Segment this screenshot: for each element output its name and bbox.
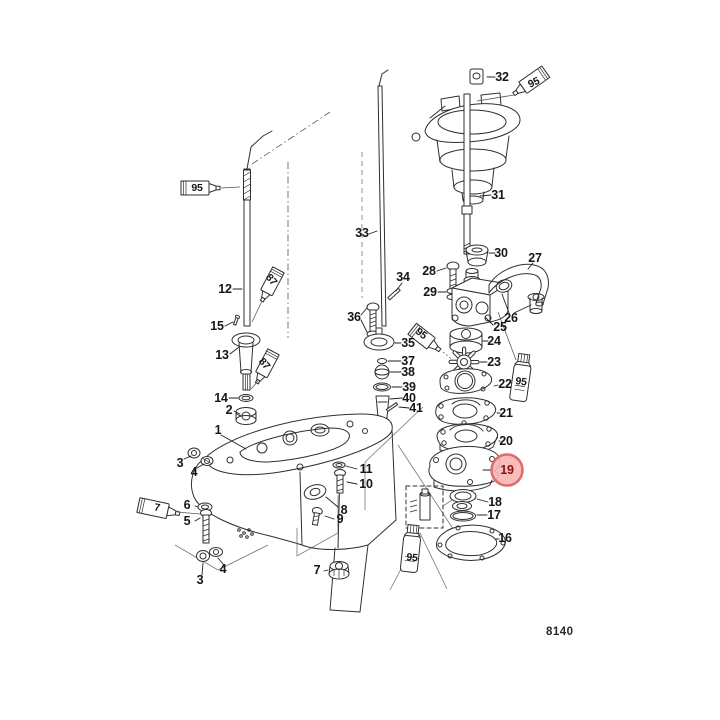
drawing-number: 8140 (546, 626, 574, 638)
sealant-bottle-95-bottom (399, 524, 422, 573)
callout-7: 7 (153, 501, 161, 515)
gearcase-housing-drawing (191, 413, 397, 613)
callout-24[interactable]: 24 (487, 333, 501, 348)
callout-87: 87 (262, 271, 280, 289)
sealant-tube-icons (136, 65, 551, 573)
callout-18[interactable]: 18 (488, 494, 502, 509)
callout-35[interactable]: 35 (401, 335, 415, 350)
sealant-bottle-95-right (509, 352, 532, 403)
callout-17[interactable]: 17 (487, 507, 501, 522)
sealant-tube-7 (136, 497, 181, 519)
callout-30[interactable]: 30 (494, 245, 508, 260)
callout-39[interactable]: 39 (402, 379, 416, 394)
callout-7[interactable]: 7 (313, 562, 321, 577)
callout-95: 95 (191, 181, 203, 194)
callout-31[interactable]: 31 (491, 187, 505, 202)
callout-28[interactable]: 28 (422, 263, 436, 278)
callout-22[interactable]: 22 (498, 376, 512, 391)
callout-36[interactable]: 36 (347, 309, 361, 324)
callout-27[interactable]: 27 (528, 250, 542, 265)
sealant-tube-87-upper (259, 266, 285, 303)
highlight-ring-part-19[interactable] (490, 453, 524, 487)
callout-26[interactable]: 26 (504, 310, 518, 325)
callout-34[interactable]: 34 (396, 269, 410, 284)
left-fasteners-drawing (187, 447, 350, 580)
leader-lines (176, 76, 534, 576)
callout-1[interactable]: 1 (214, 422, 222, 437)
callout-13[interactable]: 13 (215, 347, 229, 362)
callout-95: 95 (413, 325, 430, 343)
callout-95: 95 (526, 74, 542, 91)
callout-95: 95 (405, 551, 419, 565)
sealant-tube-95-impeller (407, 322, 442, 353)
callout-6[interactable]: 6 (183, 497, 191, 512)
callout-38[interactable]: 38 (401, 364, 415, 379)
sealant-tube-95-adapter (512, 65, 551, 97)
callout-16[interactable]: 16 (498, 530, 512, 545)
callout-4[interactable]: 4 (219, 561, 227, 576)
callout-37[interactable]: 37 (401, 353, 415, 368)
callout-95: 95 (514, 375, 528, 389)
callout-25[interactable]: 25 (493, 319, 507, 334)
callout-87: 87 (255, 355, 273, 373)
callout-23[interactable]: 23 (487, 354, 501, 369)
callout-19-highlighted[interactable]: 19 (500, 462, 514, 477)
callout-40[interactable]: 40 (402, 390, 416, 405)
callout-3[interactable]: 3 (176, 455, 184, 470)
callout-41[interactable]: 41 (409, 400, 423, 415)
callout-33[interactable]: 33 (355, 225, 369, 240)
callout-15[interactable]: 15 (210, 318, 224, 333)
callout-9[interactable]: 9 (336, 511, 344, 526)
callout-14[interactable]: 14 (214, 390, 228, 405)
callout-4[interactable]: 4 (190, 464, 198, 479)
sealant-tube-95-driveshaft (180, 180, 221, 196)
callout-12[interactable]: 12 (218, 281, 232, 296)
callout-2[interactable]: 2 (225, 402, 233, 417)
callout-3[interactable]: 3 (196, 572, 204, 587)
water-pump-stack-drawing (405, 244, 549, 561)
callout-20[interactable]: 20 (499, 433, 513, 448)
callout-32[interactable]: 32 (495, 69, 509, 84)
callout-8[interactable]: 8 (340, 502, 348, 517)
callout-5[interactable]: 5 (183, 513, 191, 528)
driveshaft-drawing (231, 130, 273, 425)
callout-29[interactable]: 29 (423, 284, 437, 299)
callout-11[interactable]: 11 (359, 461, 373, 476)
upper-adapter-assembly-drawing (411, 68, 521, 255)
callout-21[interactable]: 21 (499, 405, 513, 420)
callout-10[interactable]: 10 (359, 476, 373, 491)
sealant-tube-87-lower (254, 348, 280, 385)
